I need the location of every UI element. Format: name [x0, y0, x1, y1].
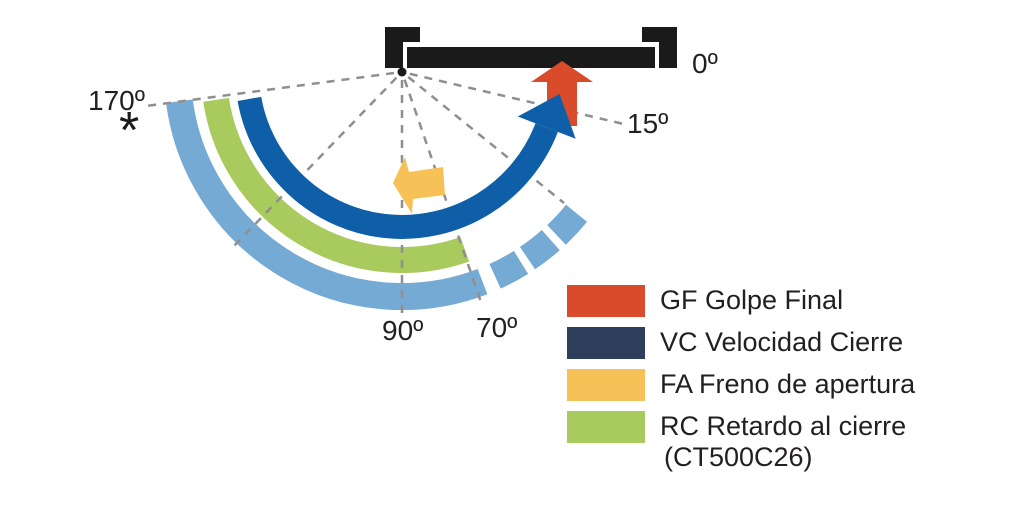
guide-line-15deg — [409, 72, 629, 127]
legend-swatch-gf — [567, 285, 645, 317]
angle-guide-lines — [145, 71, 629, 318]
angle-label-90: 90º — [382, 315, 424, 346]
door-frame-right-jamb — [642, 27, 677, 68]
guide-line-70deg — [403, 79, 484, 306]
door-leaf — [407, 47, 655, 68]
legend-row-vc: VC Velocidad Cierre — [567, 327, 915, 359]
vc-closing-speed-arc — [237, 96, 558, 239]
legend-swatch-fa — [567, 369, 645, 401]
door-sweep-arc-dash-2 — [519, 229, 560, 270]
door-sweep-arc-group — [166, 99, 587, 311]
legend-swatch-vc — [567, 327, 645, 359]
legend-row-fa: FA Freno de apertura — [567, 369, 915, 401]
legend-label-fa: FA Freno de apertura — [660, 369, 916, 399]
legend-swatch-rc — [567, 411, 645, 443]
rc-delayed-closing-arc — [203, 97, 470, 273]
legend-row-gf: GF Golpe Final — [567, 285, 915, 317]
door-frame-left-jamb — [385, 27, 420, 68]
legend: GF Golpe Final VC Velocidad Cierre FA Fr… — [567, 285, 915, 482]
legend-label-gf: GF Golpe Final — [660, 285, 844, 315]
door-sweep-arc-dash-1 — [547, 204, 587, 245]
door-sweep-arc-dash-3 — [489, 250, 529, 289]
hinge-pivot-dot — [397, 67, 407, 77]
fa-opening-brake-arrow — [393, 157, 445, 214]
door-assembly — [385, 27, 677, 68]
angle-label-170: 170º — [88, 85, 145, 116]
guide-line-40deg — [407, 76, 565, 204]
legend-row-rc: RC Retardo al cierre (CT500C26) — [567, 411, 915, 472]
legend-label-vc: VC Velocidad Cierre — [660, 327, 904, 357]
gf-final-snap-arrow — [531, 61, 593, 126]
legend-note-model: (CT500C26) — [664, 442, 813, 472]
angle-label-70: 70º — [476, 312, 518, 343]
angle-label-0: 0º — [692, 48, 718, 79]
guide-line-170deg — [145, 71, 395, 108]
legend-label-rc: RC Retardo al cierre — [660, 411, 907, 441]
footnote-asterisk: * — [119, 102, 140, 160]
angle-label-15: 15º — [627, 108, 669, 139]
vc-closing-speed-arc-group — [237, 94, 576, 239]
vc-closing-arrowhead — [517, 94, 576, 139]
door-sweep-arc-solid — [166, 99, 488, 311]
